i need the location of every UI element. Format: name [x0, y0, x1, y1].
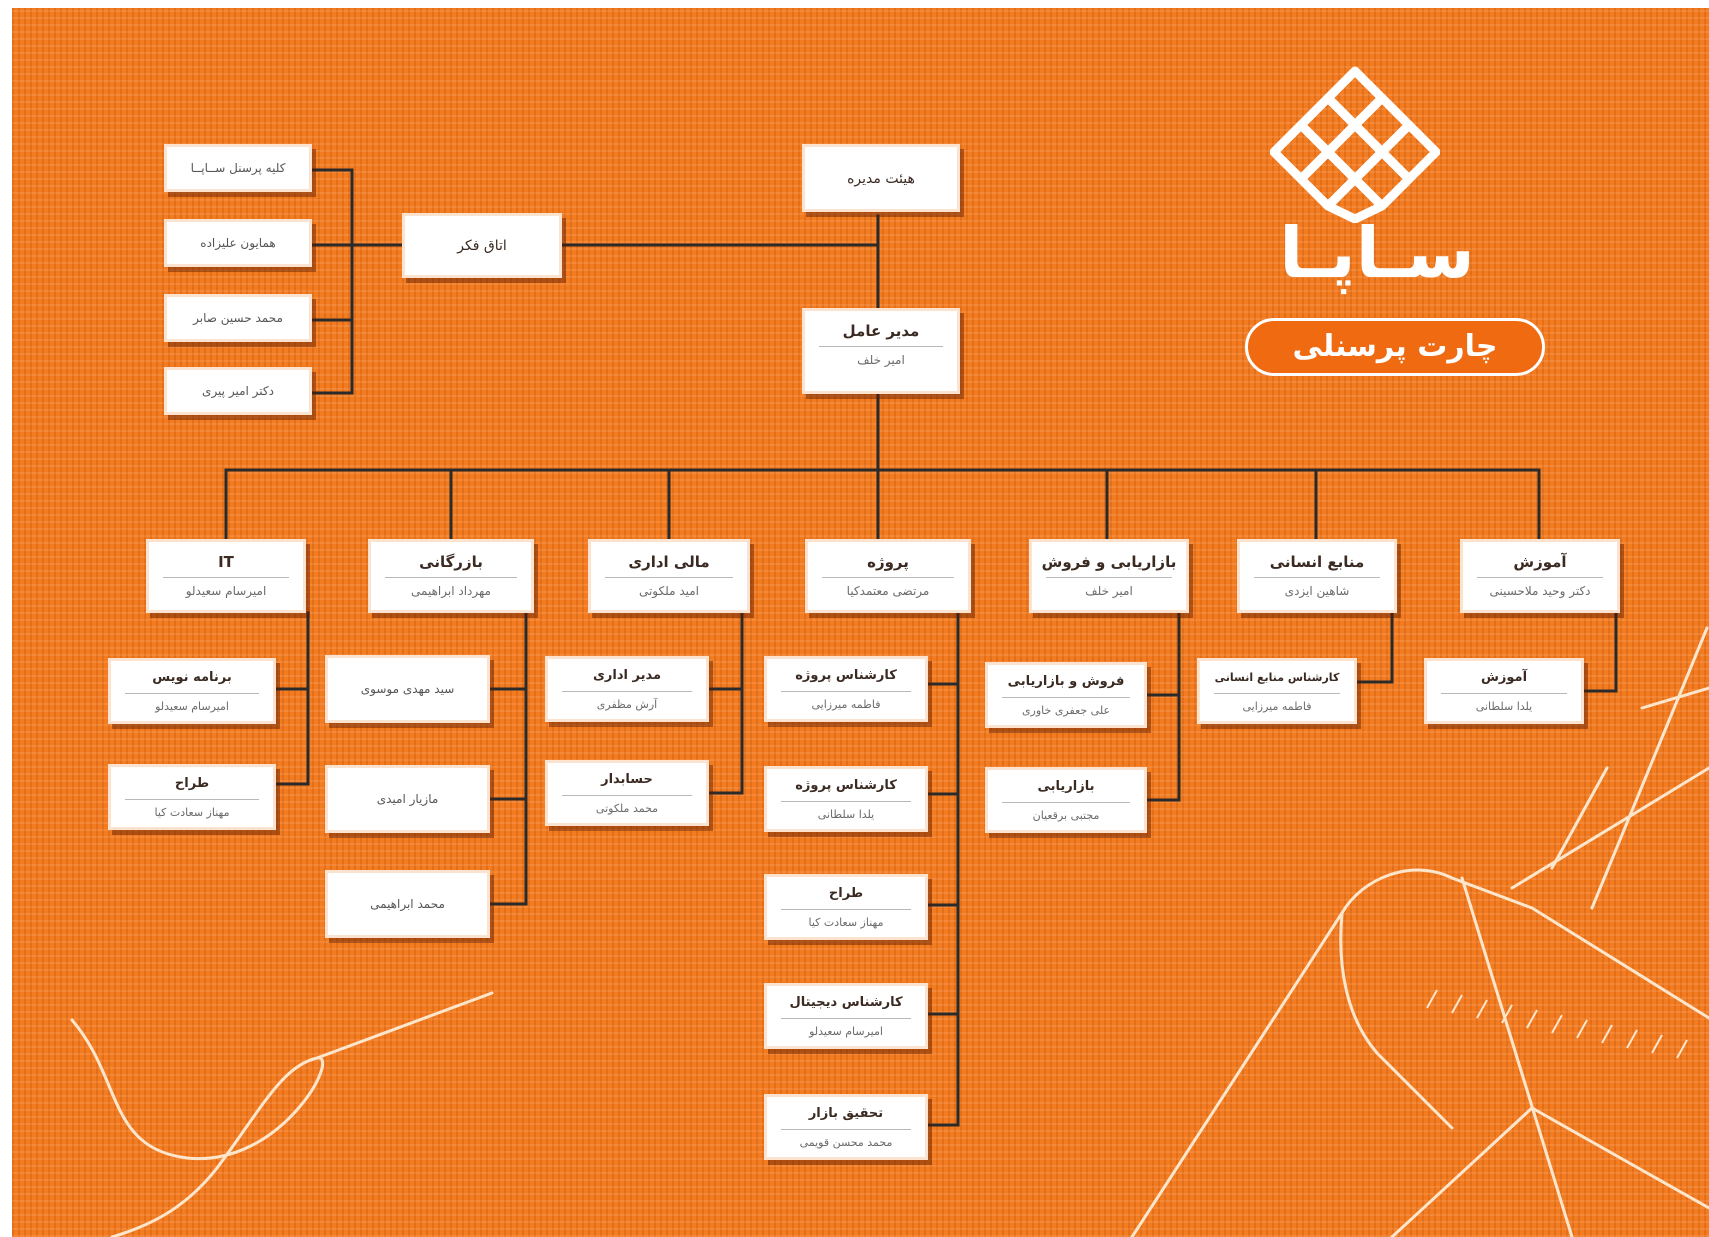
connector-lines: [224, 168, 1618, 1127]
chart-title-badge: چارت پرسنلی: [1245, 318, 1545, 376]
staff-box: فروش و بازاریابی علی جعفری خاوری: [985, 662, 1147, 728]
staff-box: کارشناس دیجیتال امیرسام سعیدلو: [764, 983, 928, 1049]
department-box-training: آموزش دکتر وحید ملاحسینی: [1460, 539, 1620, 613]
department-box-trade: بازرگانی مهرداد ابراهیمی: [368, 539, 534, 613]
brand-logo-text: سـاپـا: [1279, 212, 1475, 294]
staff-box: طراح مهناز سعادت کیا: [764, 874, 928, 940]
staff-box: کارشناس پروژه فاطمه میرزایی: [764, 656, 928, 722]
board-box: هیئت مدیره: [802, 144, 960, 212]
think-tank-member: دکتر امیر پیری: [164, 367, 312, 415]
think-tank-member: کلیه پرسنل ســاپــا: [164, 144, 312, 192]
department-box-finance: مالی اداری امید ملکوتی: [588, 539, 750, 613]
ceo-title: مدیر عامل: [842, 322, 920, 340]
think-tank-member: همایون علیزاده: [164, 219, 312, 267]
staff-box: کارشناس پروژه یلدا سلطانی: [764, 766, 928, 832]
staff-box: بازاریابی مجتبی برقعیان: [985, 767, 1147, 833]
think-tank-member: محمد حسین صابر: [164, 294, 312, 342]
org-chart-canvas: سـاپـا چارت پرسنلی هیئت مدیره اتاق فکر ک…: [12, 8, 1709, 1237]
ceo-name: امیر خلف: [857, 353, 905, 367]
staff-box: محمد ابراهیمی: [325, 870, 490, 938]
ceo-box: مدیر عامل امیر خلف: [802, 308, 960, 394]
staff-box: تحقیق بازار محمد محسن قویمی: [764, 1094, 928, 1160]
staff-box: طراح مهناز سعادت کیا: [108, 764, 276, 830]
staff-box: سید مهدی موسوی: [325, 655, 490, 723]
staff-box: برنامه نویس امیرسام سعیدلو: [108, 658, 276, 724]
staff-box: مازیار امیدی: [325, 765, 490, 833]
sapa-knot-logo-icon: [1270, 66, 1440, 223]
staff-box: حسابدار محمد ملکوتی: [545, 760, 709, 826]
board-title: هیئت مدیره: [847, 171, 915, 187]
department-box-hr: منابع انسانی شاهین ایزدی: [1237, 539, 1397, 613]
department-box-marketing: بازاریابی و فروش امیر خلف: [1029, 539, 1189, 613]
staff-box: مدیر اداری آرش مظفری: [545, 656, 709, 722]
department-box-project: پروژه مرتضی معتمدکیا: [805, 539, 971, 613]
staff-box: کارشناس منابع انسانی فاطمه میرزایی: [1197, 658, 1357, 724]
staff-box: آموزش یلدا سلطانی: [1424, 658, 1584, 724]
think-tank-box: اتاق فکر: [402, 213, 562, 278]
sewing-needle-thread-icon: [70, 626, 1709, 1237]
department-box-it: IT امیرسام سعیدلو: [146, 539, 306, 613]
think-tank-title: اتاق فکر: [457, 238, 507, 254]
